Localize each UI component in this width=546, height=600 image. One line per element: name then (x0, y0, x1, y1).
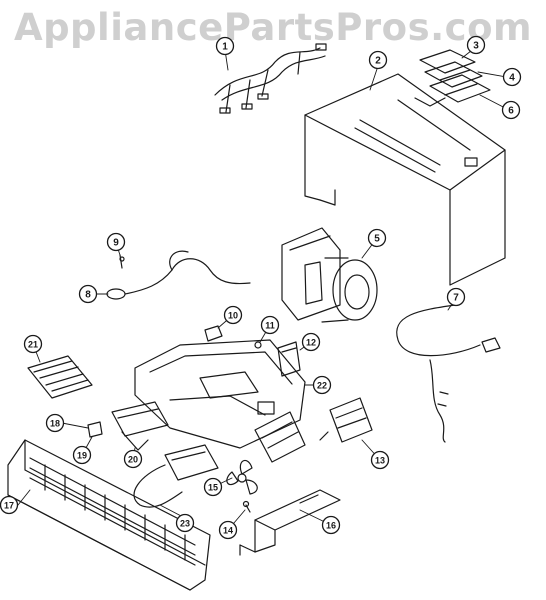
callout-number: 5 (374, 234, 380, 245)
callout-17: 17 (0, 495, 19, 515)
callout-number: 9 (113, 238, 119, 249)
callout-6: 6 (501, 100, 521, 120)
power-cord-part (396, 304, 501, 443)
callout-3: 3 (466, 35, 486, 55)
callout-number: 21 (28, 340, 38, 350)
callout-9: 9 (106, 232, 126, 252)
charcoal-filter-part (27, 355, 93, 399)
front-grille-part (7, 439, 211, 591)
callout-5: 5 (367, 228, 387, 248)
callout-number: 20 (128, 455, 138, 465)
cabinet-housing-part (304, 73, 506, 286)
callout-10: 10 (223, 305, 243, 325)
base-plate-part (134, 339, 306, 463)
callout-2: 2 (368, 50, 388, 70)
blower-motor-part (281, 227, 378, 323)
callout-12: 12 (301, 332, 321, 352)
callout-1: 1 (215, 36, 235, 56)
callout-16: 16 (321, 515, 341, 535)
wire-harness-part (214, 43, 327, 114)
callout-number: 16 (326, 521, 336, 531)
callout-13: 13 (370, 450, 390, 470)
callout-14: 14 (218, 520, 238, 540)
callout-number: 19 (77, 451, 87, 461)
callout-23: 23 (175, 513, 195, 533)
callout-number: 14 (223, 526, 233, 536)
callout-21: 21 (23, 334, 43, 354)
fan-blade-part (226, 459, 258, 495)
callout-number: 13 (375, 456, 385, 466)
callout-number: 11 (265, 321, 275, 331)
callout-number: 3 (473, 41, 479, 52)
watermark-text: AppliancePartsPros.com (13, 6, 533, 49)
small-component-parts (204, 325, 301, 377)
callout-number: 7 (453, 293, 459, 304)
callout-number: 2 (375, 56, 381, 67)
callout-7: 7 (446, 287, 466, 307)
filter-panel-parts (419, 49, 491, 103)
callout-19: 19 (72, 445, 92, 465)
mounting-bracket-part (239, 489, 341, 556)
callout-20: 20 (123, 449, 143, 469)
callout-number: 23 (180, 519, 190, 529)
callout-number: 18 (50, 419, 60, 429)
callout-number: 8 (85, 290, 91, 301)
control-board-part (133, 444, 219, 508)
thermal-switch-part (106, 250, 251, 300)
callout-number: 4 (509, 73, 515, 84)
callout-15: 15 (203, 477, 223, 497)
callout-number: 10 (228, 311, 238, 321)
callout-8: 8 (78, 284, 98, 304)
callout-4: 4 (502, 67, 522, 87)
transformer-part (319, 397, 373, 443)
callout-number: 15 (208, 483, 218, 493)
callout-11: 11 (260, 315, 280, 335)
callout-number: 12 (306, 338, 316, 348)
callout-18: 18 (45, 413, 65, 433)
callout-number: 22 (317, 381, 327, 391)
callout-number: 6 (508, 106, 514, 117)
screw-part (242, 500, 251, 513)
callout-number: 1 (222, 42, 228, 53)
light-switch-parts (87, 401, 169, 451)
callout-22: 22 (312, 375, 332, 395)
callout-number: 17 (4, 501, 14, 511)
